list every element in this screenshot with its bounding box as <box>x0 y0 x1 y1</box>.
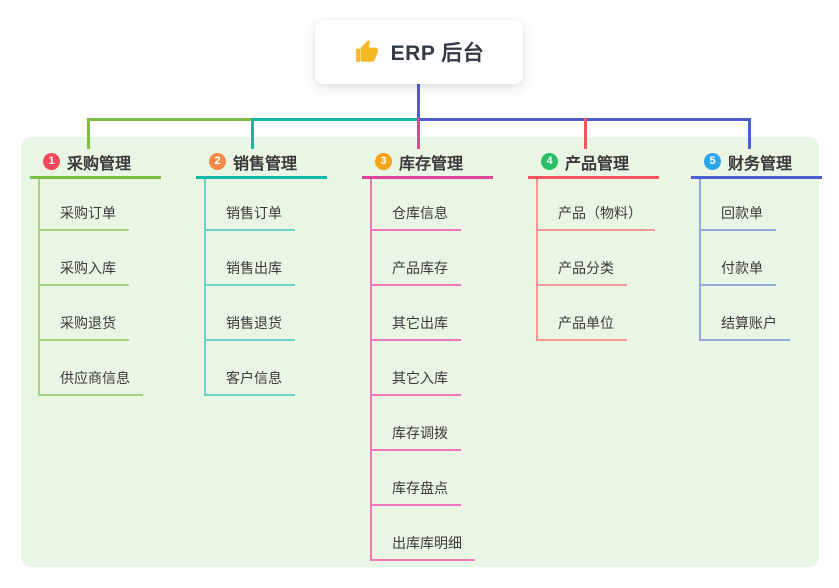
child-label: 其它入库 <box>392 370 448 386</box>
branch-label: 采购管理 <box>67 155 132 173</box>
branch: 5 财务管理 回款单 付款单 结算账户 <box>691 147 822 341</box>
child-node[interactable]: 产品（物料） <box>538 179 655 231</box>
child-node[interactable]: 采购退货 <box>40 286 129 341</box>
child-label: 产品分类 <box>558 260 614 276</box>
child-node[interactable]: 采购订单 <box>40 179 129 231</box>
child-label: 出库库明细 <box>392 535 462 551</box>
branch-header[interactable]: 1 采购管理 <box>30 147 161 179</box>
child-label: 回款单 <box>721 205 763 221</box>
branch-number-badge: 3 <box>375 153 392 170</box>
branch-header[interactable]: 4 产品管理 <box>528 147 659 179</box>
connector-drop-4 <box>584 118 587 149</box>
branch: 3 库存管理 仓库信息 产品库存 其它出库 其它入库 库存调拨 库存盘点 出库库… <box>362 147 493 561</box>
child-node[interactable]: 产品单位 <box>538 286 627 341</box>
child-label: 其它出库 <box>392 315 448 331</box>
child-label: 采购入库 <box>60 260 116 276</box>
child-node[interactable]: 销售出库 <box>206 231 295 286</box>
branch-number-badge: 4 <box>541 153 558 170</box>
connector-drop-3 <box>417 118 420 149</box>
child-label: 库存盘点 <box>392 480 448 496</box>
connector-drop-2 <box>251 118 254 149</box>
child-node[interactable]: 客户信息 <box>206 341 295 396</box>
branch-number-badge: 2 <box>209 153 226 170</box>
child-label: 付款单 <box>721 260 763 276</box>
child-label: 采购订单 <box>60 205 116 221</box>
connector-bus-green <box>87 118 253 121</box>
branch: 2 销售管理 销售订单 销售出库 销售退货 客户信息 <box>196 147 327 396</box>
branch-number-badge: 1 <box>43 153 60 170</box>
child-node[interactable]: 结算账户 <box>701 286 790 341</box>
branches-panel <box>21 137 819 567</box>
branch-label: 财务管理 <box>728 155 793 173</box>
child-node[interactable]: 销售退货 <box>206 286 295 341</box>
branch-children: 回款单 付款单 结算账户 <box>699 179 822 341</box>
child-label: 客户信息 <box>226 370 282 386</box>
child-label: 产品单位 <box>558 315 614 331</box>
child-node[interactable]: 产品库存 <box>372 231 461 286</box>
branch-children: 销售订单 销售出库 销售退货 客户信息 <box>204 179 327 396</box>
branch-children: 仓库信息 产品库存 其它出库 其它入库 库存调拨 库存盘点 出库库明细 <box>370 179 493 561</box>
child-node[interactable]: 出库库明细 <box>372 506 475 561</box>
child-node[interactable]: 产品分类 <box>538 231 627 286</box>
branch-header[interactable]: 2 销售管理 <box>196 147 327 179</box>
child-label: 产品（物料） <box>558 205 642 221</box>
branch-label: 产品管理 <box>565 155 630 173</box>
child-label: 销售订单 <box>226 205 282 221</box>
child-label: 产品库存 <box>392 260 448 276</box>
child-node[interactable]: 销售订单 <box>206 179 295 231</box>
child-label: 库存调拨 <box>392 425 448 441</box>
branch-children: 产品（物料） 产品分类 产品单位 <box>536 179 659 341</box>
child-label: 销售出库 <box>226 260 282 276</box>
branch-children: 采购订单 采购入库 采购退货 供应商信息 <box>38 179 161 396</box>
child-node[interactable]: 仓库信息 <box>372 179 461 231</box>
root-node[interactable]: ERP 后台 <box>315 20 523 84</box>
child-node[interactable]: 采购入库 <box>40 231 129 286</box>
branch: 1 采购管理 采购订单 采购入库 采购退货 供应商信息 <box>30 147 161 396</box>
child-label: 销售退货 <box>226 315 282 331</box>
child-label: 结算账户 <box>721 315 777 331</box>
connector-drop-1 <box>87 118 90 149</box>
thumbs-up-icon <box>355 40 378 62</box>
child-node[interactable]: 供应商信息 <box>40 341 143 396</box>
child-node[interactable]: 回款单 <box>701 179 776 231</box>
child-node[interactable]: 库存调拨 <box>372 396 461 451</box>
child-node[interactable]: 付款单 <box>701 231 776 286</box>
child-label: 供应商信息 <box>60 370 130 386</box>
branch-label: 销售管理 <box>233 155 298 173</box>
branch-label: 库存管理 <box>399 155 464 173</box>
branch-number-badge: 5 <box>704 153 721 170</box>
branch: 4 产品管理 产品（物料） 产品分类 产品单位 <box>528 147 659 341</box>
child-label: 采购退货 <box>60 315 116 331</box>
root-title: ERP 后台 <box>390 42 485 65</box>
child-label: 仓库信息 <box>392 205 448 221</box>
connector-bus-teal <box>252 118 418 121</box>
connector-root-drop <box>417 82 420 119</box>
connector-drop-5 <box>748 118 751 149</box>
child-node[interactable]: 库存盘点 <box>372 451 461 506</box>
branch-header[interactable]: 3 库存管理 <box>362 147 493 179</box>
branch-header[interactable]: 5 财务管理 <box>691 147 822 179</box>
child-node[interactable]: 其它入库 <box>372 341 461 396</box>
child-node[interactable]: 其它出库 <box>372 286 461 341</box>
